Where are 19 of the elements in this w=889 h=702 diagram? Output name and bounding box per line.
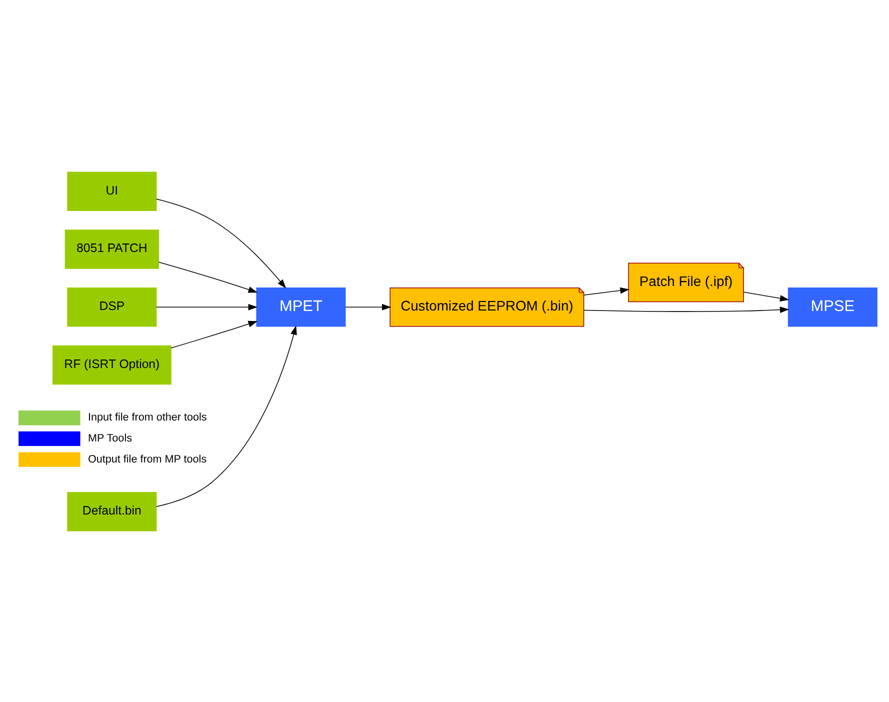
arrow — [345, 303, 392, 310]
arrow — [156, 325, 297, 506]
arrow — [156, 198, 286, 288]
legend-label: Input file from other tools — [88, 411, 207, 424]
node-box: MPET — [256, 286, 346, 326]
node-box: 8051 PATCH — [64, 229, 159, 268]
node-box: RF (ISRT Option) — [52, 344, 172, 384]
node-box: DSP — [67, 286, 157, 326]
arrow — [158, 261, 258, 292]
node-box: MPSE — [788, 286, 878, 326]
node-box: UI — [67, 171, 157, 211]
node-box: Default.bin — [67, 491, 157, 531]
legend-label: Output file from MP tools — [88, 452, 207, 465]
arrow — [584, 286, 630, 295]
arrow — [156, 303, 258, 310]
legend-label: MP Tools — [88, 432, 132, 444]
arrow — [743, 291, 790, 302]
arrow — [584, 306, 790, 313]
arrow — [170, 320, 258, 348]
